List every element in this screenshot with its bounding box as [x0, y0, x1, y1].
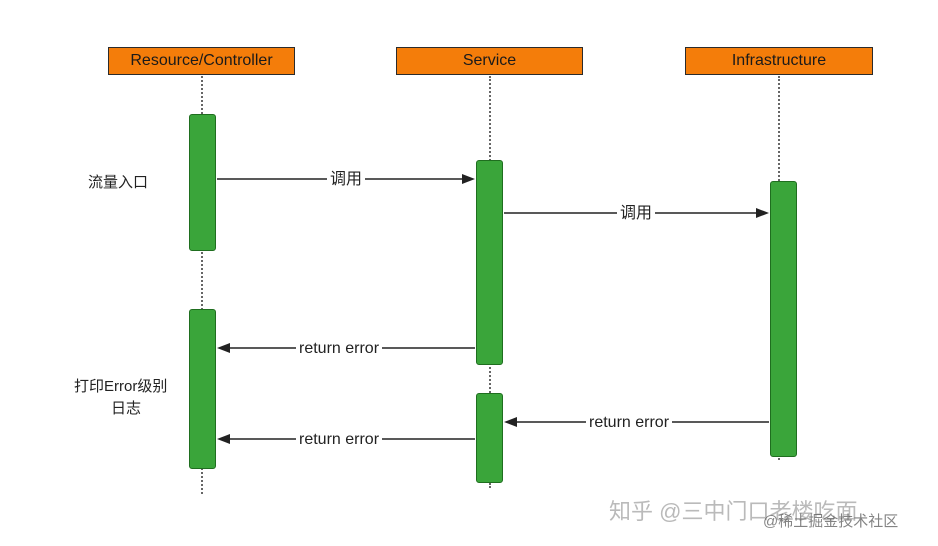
message-label-call-2: 调用: [617, 205, 656, 223]
activation-controller-2: [189, 309, 216, 469]
participant-service: Service: [396, 47, 583, 75]
message-label-return-3: return error: [296, 431, 383, 449]
note-log-error-level: 打印Error级别: [74, 378, 168, 395]
activation-controller-1: [189, 114, 216, 251]
activation-service-2: [476, 393, 503, 483]
message-label-call-1: 调用: [327, 171, 366, 189]
message-label-return-1: return error: [296, 340, 383, 358]
note-traffic-entry: 流量入口: [88, 174, 149, 191]
participant-infrastructure: Infrastructure: [685, 47, 873, 75]
note-log-error-log: 日志: [111, 400, 142, 417]
watermark-juejin: @稀土掘金技术社区: [763, 513, 899, 530]
lifeline-resource-controller: [201, 76, 203, 494]
participant-resource-controller: Resource/Controller: [108, 47, 295, 75]
activation-service-1: [476, 160, 503, 365]
activation-infrastructure: [770, 181, 797, 457]
message-label-return-2: return error: [586, 414, 673, 432]
watermark-zhihu: 知乎 @三中门口老楼吃面: [609, 499, 858, 524]
